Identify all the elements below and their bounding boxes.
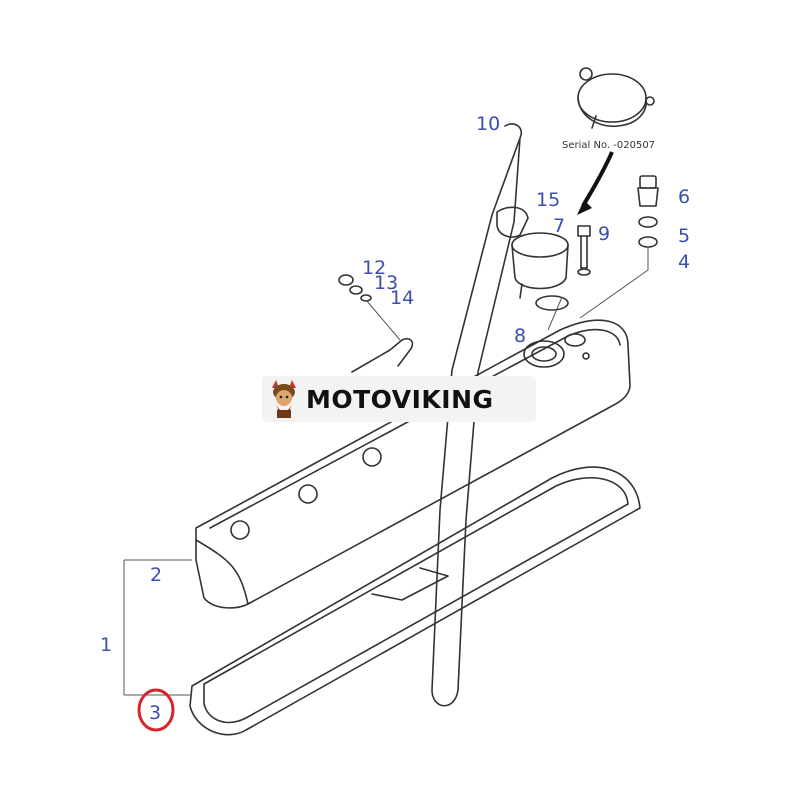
dipstick-tube bbox=[431, 123, 529, 707]
breather-canister bbox=[511, 232, 569, 311]
callout-3: 3 bbox=[149, 702, 161, 724]
callout-8: 8 bbox=[514, 325, 526, 347]
serial-arrow bbox=[581, 151, 614, 207]
callout-13: 13 bbox=[374, 272, 398, 294]
callout-4: 4 bbox=[678, 251, 690, 273]
callout-9: 9 bbox=[598, 223, 610, 245]
callout-6: 6 bbox=[678, 186, 690, 208]
viking-mascot-icon bbox=[262, 376, 306, 422]
callout-10: 10 bbox=[476, 113, 500, 135]
callout-15: 15 bbox=[536, 189, 560, 211]
serial-arrow-head bbox=[577, 200, 592, 215]
callout-7: 7 bbox=[553, 215, 565, 237]
rocker-cover-gasket bbox=[189, 466, 641, 736]
bolt-9 bbox=[577, 225, 591, 276]
callout-12: 12 bbox=[362, 257, 386, 279]
clip-parts bbox=[338, 274, 414, 373]
breather-cap-upper bbox=[577, 67, 655, 129]
leader-lines bbox=[123, 296, 563, 696]
callout-5: 5 bbox=[678, 225, 690, 247]
highlight-ring bbox=[137, 688, 175, 732]
rocker-cover bbox=[195, 319, 631, 609]
watermark-brand: MOTOVIKING bbox=[306, 384, 494, 414]
watermark-banner: MOTOVIKING bbox=[262, 376, 536, 422]
callout-2: 2 bbox=[150, 564, 162, 586]
serial-note: Serial No. -020507 bbox=[562, 140, 655, 151]
callout-1: 1 bbox=[100, 634, 112, 656]
filler-cap-parts bbox=[579, 175, 659, 319]
callout-14: 14 bbox=[390, 287, 414, 309]
